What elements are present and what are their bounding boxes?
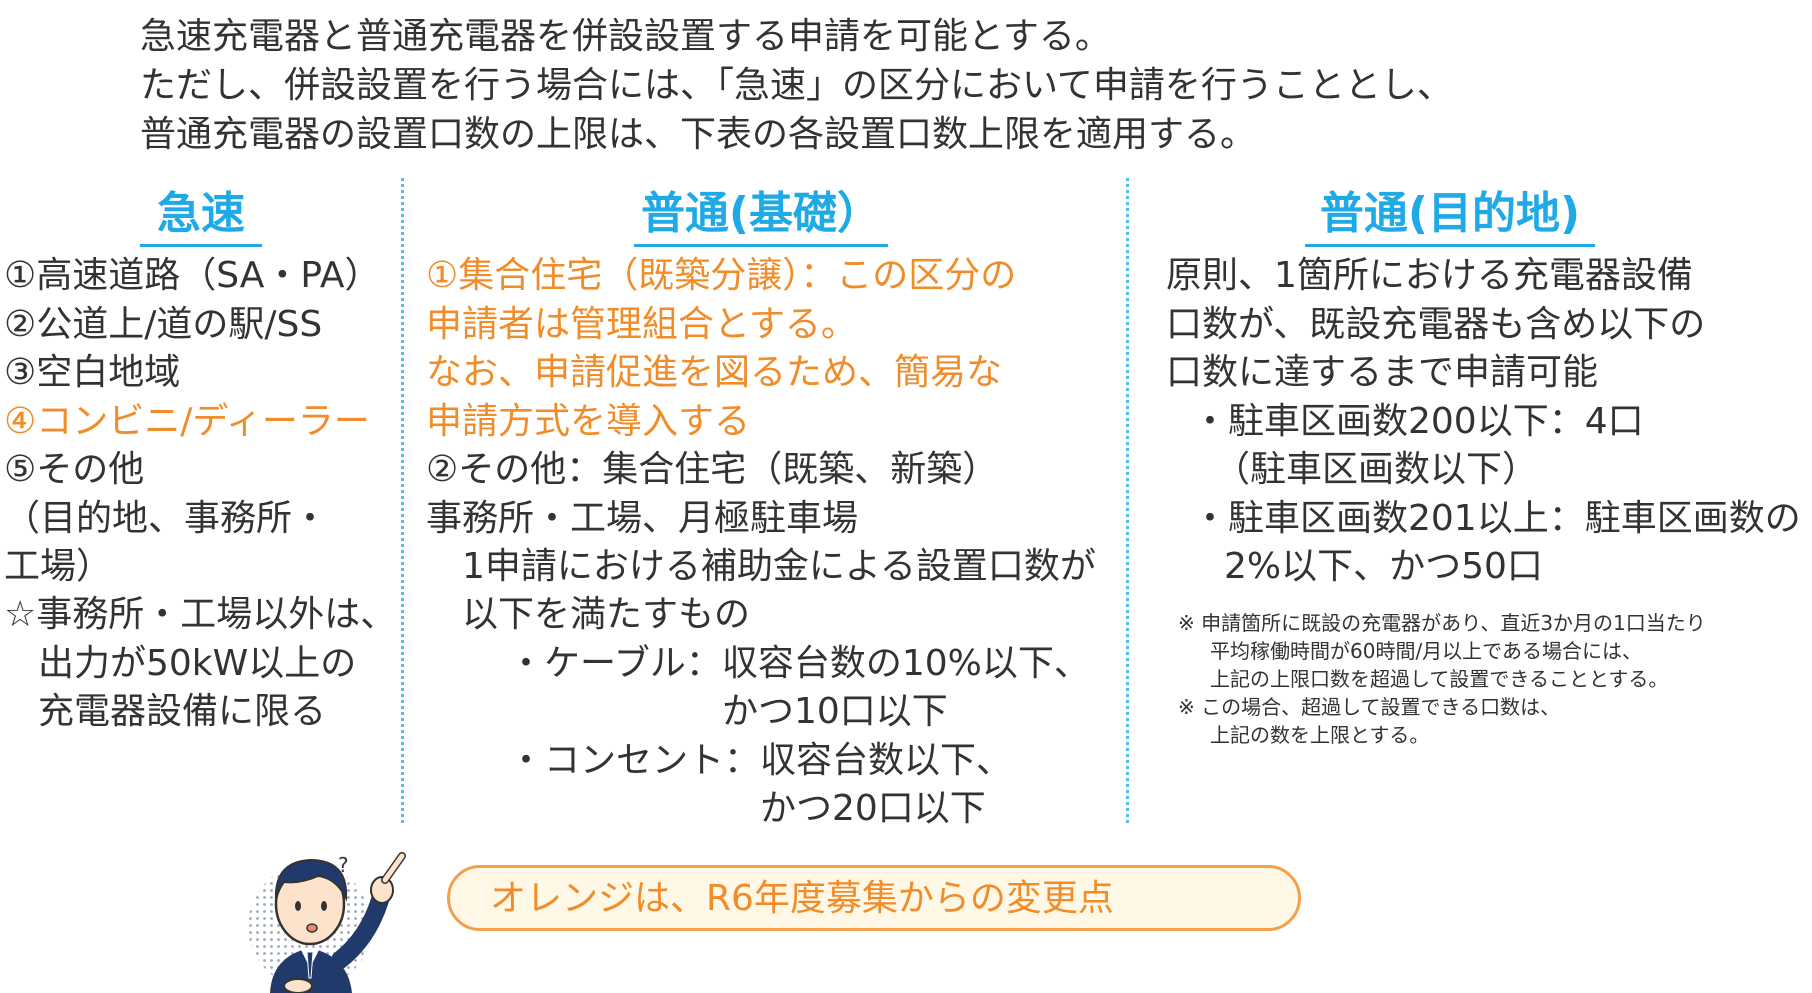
destination-note: 上記の数を上限とする。 [1210,723,1430,747]
basic-line: かつ10口以下 [722,691,948,732]
rapid-line: 工場） [4,546,113,587]
basic-line-highlight: ①集合住宅（既築分譲）：この区分の [426,255,1017,296]
intro-line: 急速充電器と普通充電器を併設設置する申請を可能とする。 [140,16,1111,57]
svg-text:?: ? [338,853,349,877]
basic-line: 以下を満たすもの [462,594,751,635]
intro-line: 普通充電器の設置口数の上限は、下表の各設置口数上限を適用する。 [140,114,1257,155]
basic-line: 1申請における補助金による設置口数が [462,546,1096,587]
rapid-line: ①高速道路（SA・PA） [4,255,381,296]
basic-line-highlight: 申請方式を導入する [426,401,751,442]
destination-line: ・駐車区画数201以上：駐車区画数の [1192,498,1801,539]
basic-line: ・ケーブル：収容台数の10%以下、 [508,643,1090,684]
destination-line: 2%以下、かつ50口 [1224,546,1543,587]
destination-note: 平均稼働時間が60時間/月以上である場合には、 [1210,639,1642,663]
rapid-line: ②公道上/道の駅/SS [4,304,323,345]
basic-line: ・コンセント：収容台数以下、 [508,740,1013,781]
destination-note: ※ 申請箇所に既設の充電器があり、直近3か月の1口当たり [1178,611,1706,635]
destination-line: 原則、1箇所における充電器設備 [1166,255,1693,296]
rapid-line: ☆事務所・工場以外は、 [4,594,397,635]
destination-title: 普通(目的地) [1305,188,1595,247]
destination-note: 上記の上限口数を超過して設置できることとする。 [1210,667,1669,691]
destination-line: 口数に達するまで申請可能 [1166,352,1599,393]
basic-title: 普通(基礎） [634,188,888,247]
destination-line: 口数が、既設充電器も含め以下の [1166,304,1706,345]
callout-text: オレンジは、R6年度募集からの変更点 [490,878,1114,919]
column-divider [401,178,404,823]
rapid-line-highlight: ④コンビニ/ディーラー [4,401,370,442]
destination-line: （駐車区画数以下） [1214,449,1539,490]
column-divider [1126,178,1129,823]
basic-line: かつ20口以下 [760,788,986,829]
rapid-line: ③空白地域 [4,352,181,393]
destination-note: ※ この場合、超過して設置できる口数は、 [1178,695,1561,719]
basic-line: 事務所・工場、月極駐車場 [426,498,859,539]
basic-line-highlight: 申請者は管理組合とする。 [426,304,857,345]
pointing-person-illustration: ? [248,852,406,993]
rapid-line: （目的地、事務所・ [4,498,329,539]
intro-text: 急速充電器と普通充電器を併設設置する申請を可能とする。 ただし、併設設置を行う場… [140,12,1453,159]
rapid-title: 急速 [140,188,262,247]
intro-line: ただし、併設設置を行う場合には、「急速」の区分において申請を行うこととし、 [140,65,1453,106]
rapid-line: 出力が50kW以上の [38,643,357,684]
basic-line-highlight: なお、申請促進を図るため、簡易な [426,352,1003,393]
destination-line: ・駐車区画数200以下：4口 [1192,401,1644,442]
rapid-line: 充電器設備に限る [38,691,327,732]
change-note-callout: オレンジは、R6年度募集からの変更点 [447,865,1301,931]
rapid-line: ⑤その他 [4,449,145,490]
basic-line: ②その他：集合住宅（既築、新築） [426,449,999,490]
